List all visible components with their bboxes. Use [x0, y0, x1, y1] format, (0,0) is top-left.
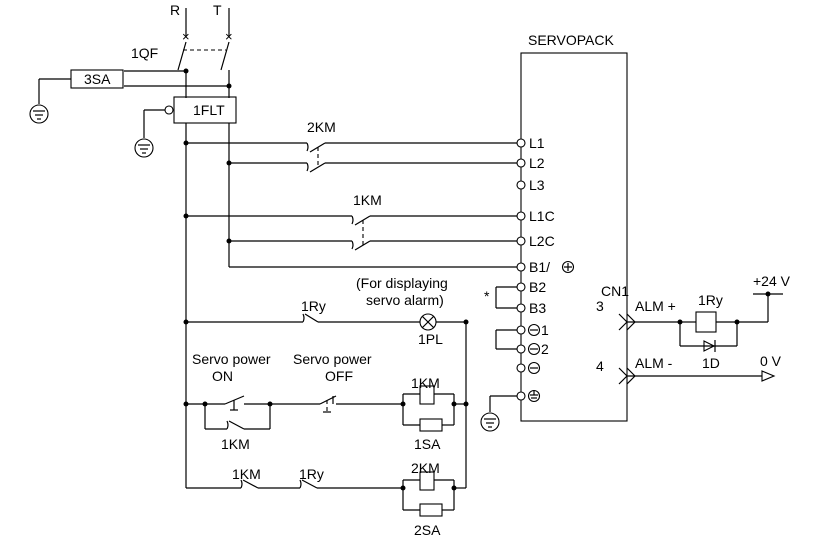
label-1km-bottom: 1KM	[232, 466, 261, 482]
contactor-1km-control	[183, 213, 521, 251]
asterisk-note: *	[484, 288, 490, 304]
label-pin-4: 4	[596, 358, 604, 374]
terminal-b2: B2	[529, 279, 546, 295]
terminal-l1c: L1C	[529, 208, 555, 224]
terminal-minus1: 1	[541, 322, 549, 338]
label-1d: 1D	[702, 355, 720, 371]
terminal-b1: B1/	[529, 259, 550, 275]
surge-absorber-3sa	[29, 69, 229, 124]
bus-wires	[185, 123, 521, 488]
supply-wires: × ×	[182, 8, 233, 44]
label-t: T	[213, 2, 222, 18]
label-1flt: 1FLT	[193, 102, 225, 118]
ground-terminal-icon	[527, 389, 541, 403]
label-servopack: SERVOPACK	[528, 32, 615, 48]
label-2km: 2KM	[307, 119, 336, 135]
label-servo-on-2: ON	[212, 368, 233, 384]
terminal-l1: L1	[529, 135, 545, 151]
label-for-alarm-1: (For displaying	[356, 275, 448, 291]
label-0v: 0 V	[760, 353, 782, 369]
label-1ry-relay: 1Ry	[698, 292, 723, 308]
label-1sa: 1SA	[414, 436, 441, 452]
bottom-branch	[186, 479, 466, 491]
lamp-icon	[419, 313, 437, 331]
diode-icon	[703, 340, 716, 352]
label-1ry-contact: 1Ry	[301, 298, 326, 314]
coil-2km	[402, 471, 455, 517]
plus-circle-icon	[561, 260, 575, 274]
alarm-output-wiring	[627, 291, 783, 377]
signal-ground-arrow-icon	[761, 370, 776, 382]
label-1pl: 1PL	[418, 331, 443, 347]
minus-circle-icon	[527, 323, 541, 375]
servopack-ground-icon	[480, 395, 517, 432]
label-for-alarm-2: servo alarm)	[366, 292, 444, 308]
label-pin-3: 3	[596, 298, 604, 314]
terminal-b3: B3	[529, 300, 546, 316]
label-3sa: 3SA	[84, 71, 111, 87]
label-servo-off-1: Servo power	[293, 351, 372, 367]
label-1km-coil: 1KM	[411, 375, 440, 391]
terminal-minus2: 2	[541, 341, 549, 357]
label-1qf: 1QF	[131, 45, 158, 61]
svg-text:×: ×	[182, 29, 190, 44]
terminal-l2: L2	[529, 155, 545, 171]
jumper-wires	[495, 286, 517, 350]
label-servo-off-2: OFF	[325, 368, 353, 384]
noise-filter-1flt	[134, 96, 237, 158]
terminal-l3: L3	[529, 177, 545, 193]
label-2sa: 2SA	[414, 522, 441, 538]
coil-1km	[402, 385, 469, 432]
servo-power-branch	[183, 395, 406, 430]
label-servo-on-1: Servo power	[192, 351, 271, 367]
label-cn1: CN1	[601, 283, 629, 299]
label-2km-coil: 2KM	[411, 460, 440, 476]
label-1ry-bottom: 1Ry	[299, 466, 324, 482]
terminal-l2c: L2C	[529, 233, 555, 249]
cn1-connector-icon	[618, 313, 636, 385]
label-alm-minus: ALM -	[635, 355, 673, 371]
label-1km: 1KM	[353, 192, 382, 208]
servopack-terminals	[516, 138, 526, 401]
label-r: R	[170, 2, 180, 18]
breaker-1qf	[177, 41, 232, 98]
alarm-lamp-branch	[183, 313, 469, 325]
contactor-2km	[183, 140, 521, 173]
label-alm-plus: ALM +	[635, 298, 676, 314]
svg-text:×: ×	[225, 29, 233, 44]
label-1km-aux: 1KM	[221, 436, 250, 452]
label-24v: +24 V	[753, 273, 791, 289]
